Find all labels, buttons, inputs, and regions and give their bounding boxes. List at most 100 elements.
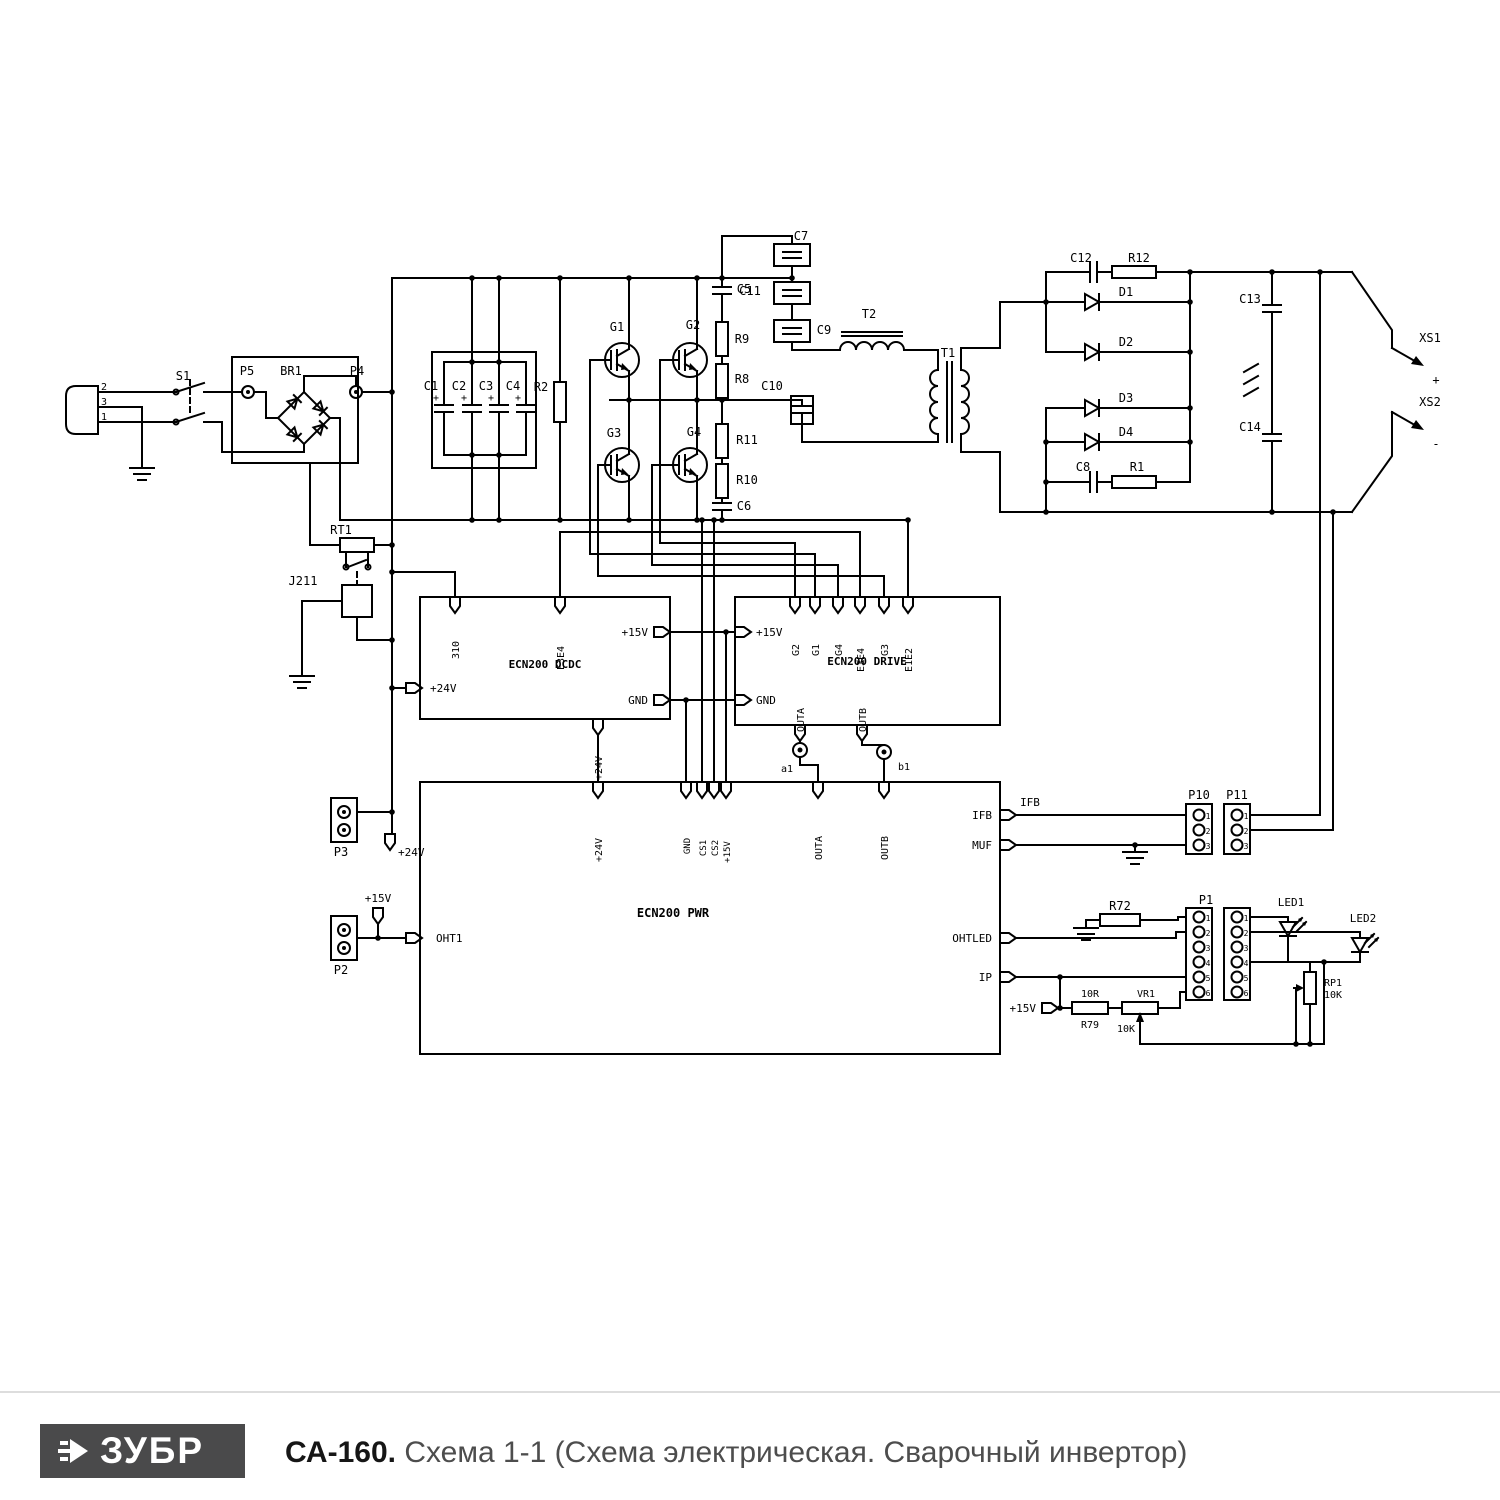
label-1: 1: [1244, 812, 1249, 821]
igbt-bridge: [559, 277, 909, 598]
label-10k: 10K: [1117, 1024, 1135, 1035]
block-ecn200-pwr: [419, 781, 1001, 1055]
igbt-g4: [665, 447, 708, 483]
label-g2: G2: [791, 644, 802, 656]
label-p4: P4: [350, 364, 364, 378]
label-gnd: GND: [756, 694, 776, 707]
label-1: 1: [1244, 914, 1249, 923]
terminal-p4: [349, 385, 363, 399]
label-1: 1: [1206, 812, 1211, 821]
relay-j211: [341, 584, 373, 618]
label-3: 3: [1206, 944, 1211, 953]
resistor-r79: [1071, 1001, 1109, 1015]
schematic-caption: СА-160. Схема 1-1 (Схема электрическая. …: [285, 1436, 1187, 1470]
label-5: 5: [1244, 974, 1249, 983]
label-vr1: VR1: [1137, 989, 1155, 1000]
thermistor-rt1: [339, 537, 375, 553]
zubr-logo: ЗУБР: [40, 1424, 245, 1478]
label-g3: G3: [880, 644, 891, 656]
label-r8: R8: [735, 372, 749, 386]
label-c14: C14: [1239, 420, 1261, 434]
label-+: +: [515, 393, 521, 404]
connector-p11: [1223, 803, 1251, 855]
connector-p3: [330, 797, 358, 843]
bridge-rectifier-br1: [231, 356, 393, 546]
label-2: 2: [1244, 827, 1249, 836]
label-br1: BR1: [280, 364, 302, 378]
filter-caps-c1-c4: [431, 277, 537, 521]
label-outb: OUTB: [880, 836, 891, 860]
label-+24v: +24V: [594, 838, 605, 862]
label-c2: C2: [452, 379, 466, 393]
label-a1: a1: [781, 764, 793, 775]
label-p1: P1: [1199, 893, 1213, 907]
testpoint-b1: [876, 744, 892, 760]
label-p11: P11: [1226, 788, 1248, 802]
label-p5: P5: [240, 364, 254, 378]
zubr-arrow-icon: [58, 1439, 88, 1463]
label-c8: C8: [1076, 460, 1090, 474]
label-c10: C10: [761, 379, 783, 393]
label-3: 3: [101, 397, 107, 408]
label-c7: C7: [794, 229, 808, 243]
label-2: 2: [101, 382, 107, 393]
resistor-r72: [1099, 913, 1141, 927]
label-+: +: [1432, 373, 1439, 387]
label-g2: G2: [686, 318, 700, 332]
label-g4: G4: [834, 644, 845, 656]
label-e1e2: E1E2: [904, 648, 915, 672]
connector-p10: [1185, 803, 1213, 855]
label-1: 1: [101, 412, 107, 423]
label-outb: OUTB: [858, 708, 869, 732]
mains-plug: [65, 385, 177, 481]
label-c12: C12: [1070, 251, 1092, 265]
label-g1: G1: [610, 320, 624, 334]
label-r10: R10: [736, 473, 758, 487]
label-c1: C1: [424, 379, 438, 393]
label-6: 6: [1244, 989, 1249, 998]
transformer-t2: [791, 331, 939, 371]
label-d4: D4: [1119, 425, 1133, 439]
igbt-g3: [597, 447, 640, 483]
label-c6: C6: [737, 499, 751, 513]
label-r12: R12: [1128, 251, 1150, 265]
label-led2: LED2: [1350, 912, 1377, 925]
label-cs2: CS2: [711, 840, 721, 856]
label-r11: R11: [736, 433, 758, 447]
label-led1: LED1: [1278, 896, 1305, 909]
label-+24v: +24V: [430, 682, 457, 695]
label-2: 2: [1244, 929, 1249, 938]
label-xs1: XS1: [1419, 331, 1441, 345]
label-r1: R1: [1130, 460, 1144, 474]
label-c5: C5: [737, 282, 751, 296]
bleeder-resistor-r2: [553, 277, 567, 521]
label-b1: b1: [898, 762, 910, 773]
label--: -: [1432, 437, 1439, 451]
label-g1: G1: [811, 644, 822, 656]
label-ifb: IFB: [972, 809, 992, 822]
label-rp1: RP1: [1324, 978, 1342, 989]
label-p3: P3: [334, 845, 348, 859]
label-oht1: OHT1: [436, 932, 463, 945]
label-ifb: IFB: [1020, 796, 1040, 809]
label-3: 3: [1206, 842, 1211, 851]
label-4: 4: [1244, 959, 1249, 968]
transformer-t1: [929, 301, 1047, 513]
label-ecn200pwr: ECN200 PWR: [637, 906, 710, 920]
potentiometer-rp1: [1303, 971, 1317, 1005]
snubber-caps: [773, 243, 939, 443]
label-e3e4: E3E4: [856, 648, 867, 672]
dc-bus-wires: [339, 277, 909, 835]
led2: [1351, 932, 1380, 953]
connector-p1-a: [1185, 907, 1213, 1001]
power-switch-s1: [172, 379, 305, 453]
label-r72: R72: [1109, 899, 1131, 913]
label-c9: C9: [817, 323, 831, 337]
label-+15v: +15V: [365, 892, 392, 905]
label-5: 5: [1206, 974, 1211, 983]
label-t2: T2: [862, 307, 876, 321]
label-g3: G3: [607, 426, 621, 440]
label-r9: R9: [735, 332, 749, 346]
label-4: 4: [1206, 959, 1211, 968]
caption-subtitle: Схема 1-1 (Схема электрическая. Сварочны…: [404, 1436, 1188, 1469]
